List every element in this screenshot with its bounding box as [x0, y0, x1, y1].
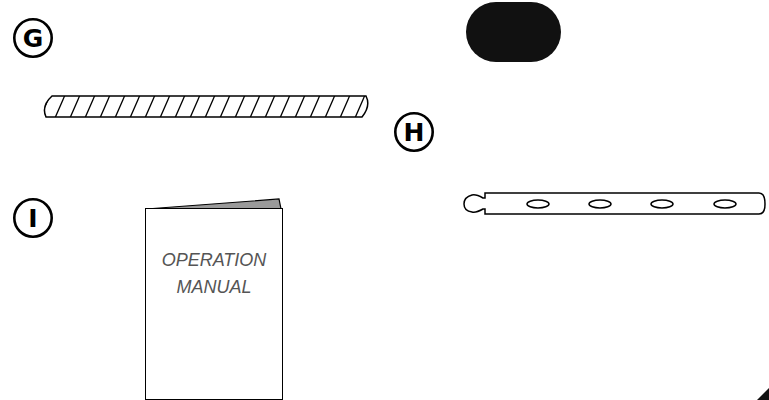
wrap-stroke — [100, 95, 110, 118]
wrap-stroke — [250, 95, 260, 118]
wrap-stroke — [370, 95, 380, 118]
wrap-stroke — [280, 95, 290, 118]
callout-letter: I — [28, 206, 37, 231]
callout-circle: G — [13, 18, 53, 58]
wrap-stroke — [175, 95, 185, 118]
wrap-stroke — [340, 95, 350, 118]
wrap-stroke — [55, 95, 65, 118]
callout-circle: I — [13, 198, 53, 238]
manual-title: OPERATION MANUAL — [154, 247, 274, 399]
wrap-stroke — [325, 95, 335, 118]
foam-pad — [466, 2, 561, 62]
manual-booklet: OPERATION MANUAL — [145, 208, 283, 400]
wrap-stroke — [220, 95, 230, 118]
callout-letter: H — [404, 120, 425, 145]
wrap-stroke — [235, 95, 245, 118]
callout-circle: H — [394, 112, 434, 152]
wrap-stroke — [205, 95, 215, 118]
wrap-stroke — [265, 95, 275, 118]
mounting-strap — [464, 193, 765, 214]
wrap-stroke — [130, 95, 140, 118]
wrap-stroke — [160, 95, 170, 118]
wrap-stroke — [145, 95, 155, 118]
wrap-stroke — [115, 95, 125, 118]
wrap-stroke — [70, 95, 80, 118]
wrap-stroke — [310, 95, 320, 118]
wrap-stroke — [190, 95, 200, 118]
corner-mark — [757, 388, 769, 400]
wrap-stroke — [295, 95, 305, 118]
wrap-stroke — [85, 95, 95, 118]
callout-letter: G — [23, 26, 44, 51]
spiral-wrap — [40, 95, 380, 118]
